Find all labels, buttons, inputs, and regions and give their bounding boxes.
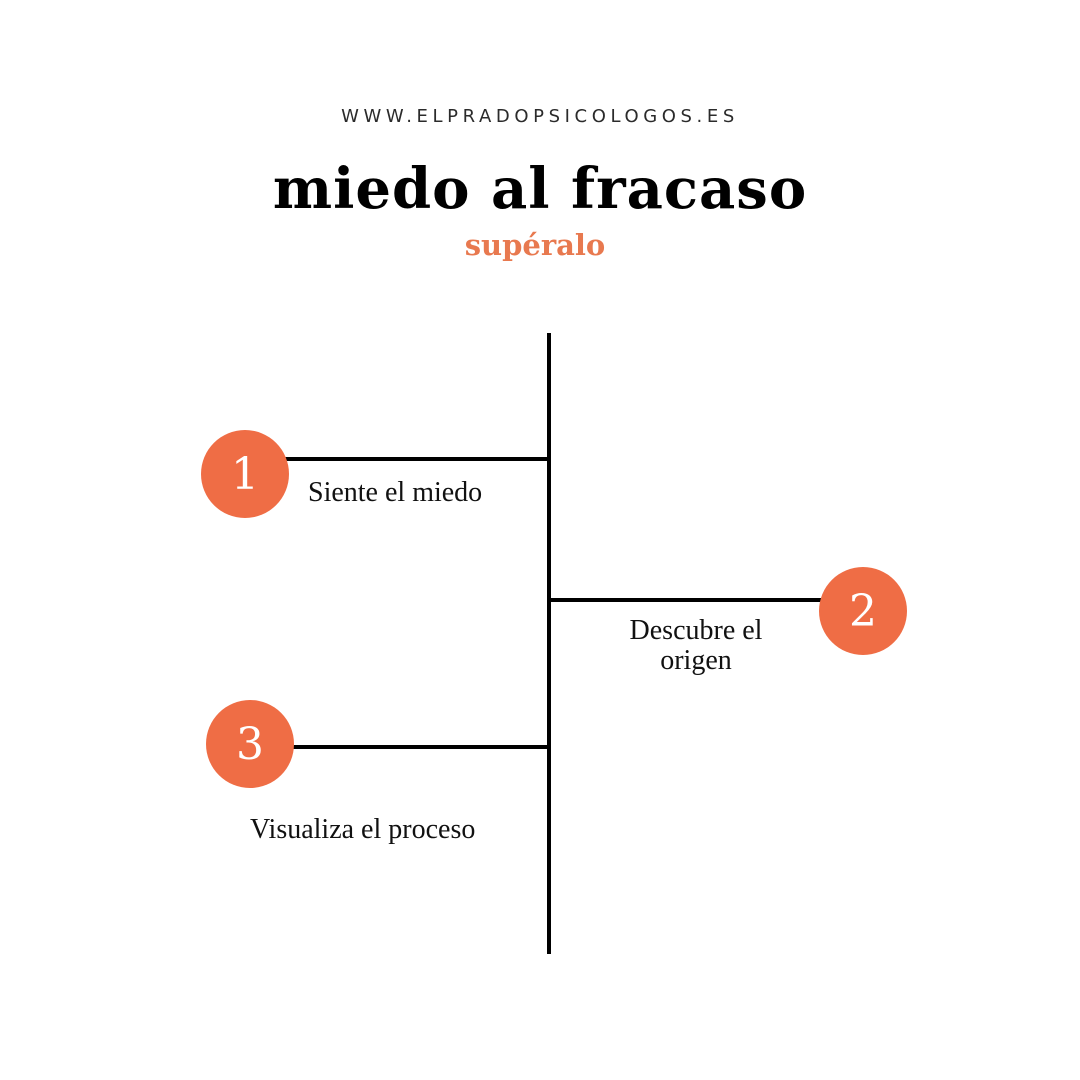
page-subtitle: supéralo bbox=[464, 228, 606, 262]
timeline-axis bbox=[547, 333, 551, 954]
step-3-badge: 3 bbox=[206, 700, 294, 788]
page-title: miedo al fracaso bbox=[272, 156, 808, 222]
step-3-label: Visualiza el proceso bbox=[250, 814, 476, 845]
step-1-connector bbox=[285, 457, 549, 461]
step-3-connector bbox=[290, 745, 549, 749]
step-1-label: Siente el miedo bbox=[308, 477, 483, 508]
step-2-label-line1: Descubre el bbox=[629, 615, 763, 646]
step-2-label-line2: origen bbox=[660, 645, 732, 676]
website-url: WWW.ELPRADOPSICOLOGOS.ES bbox=[341, 106, 739, 127]
step-2-connector bbox=[549, 598, 824, 602]
step-2-label: Descubre el origen bbox=[596, 616, 796, 676]
step-1-badge: 1 bbox=[201, 430, 289, 518]
step-2-badge: 2 bbox=[819, 567, 907, 655]
